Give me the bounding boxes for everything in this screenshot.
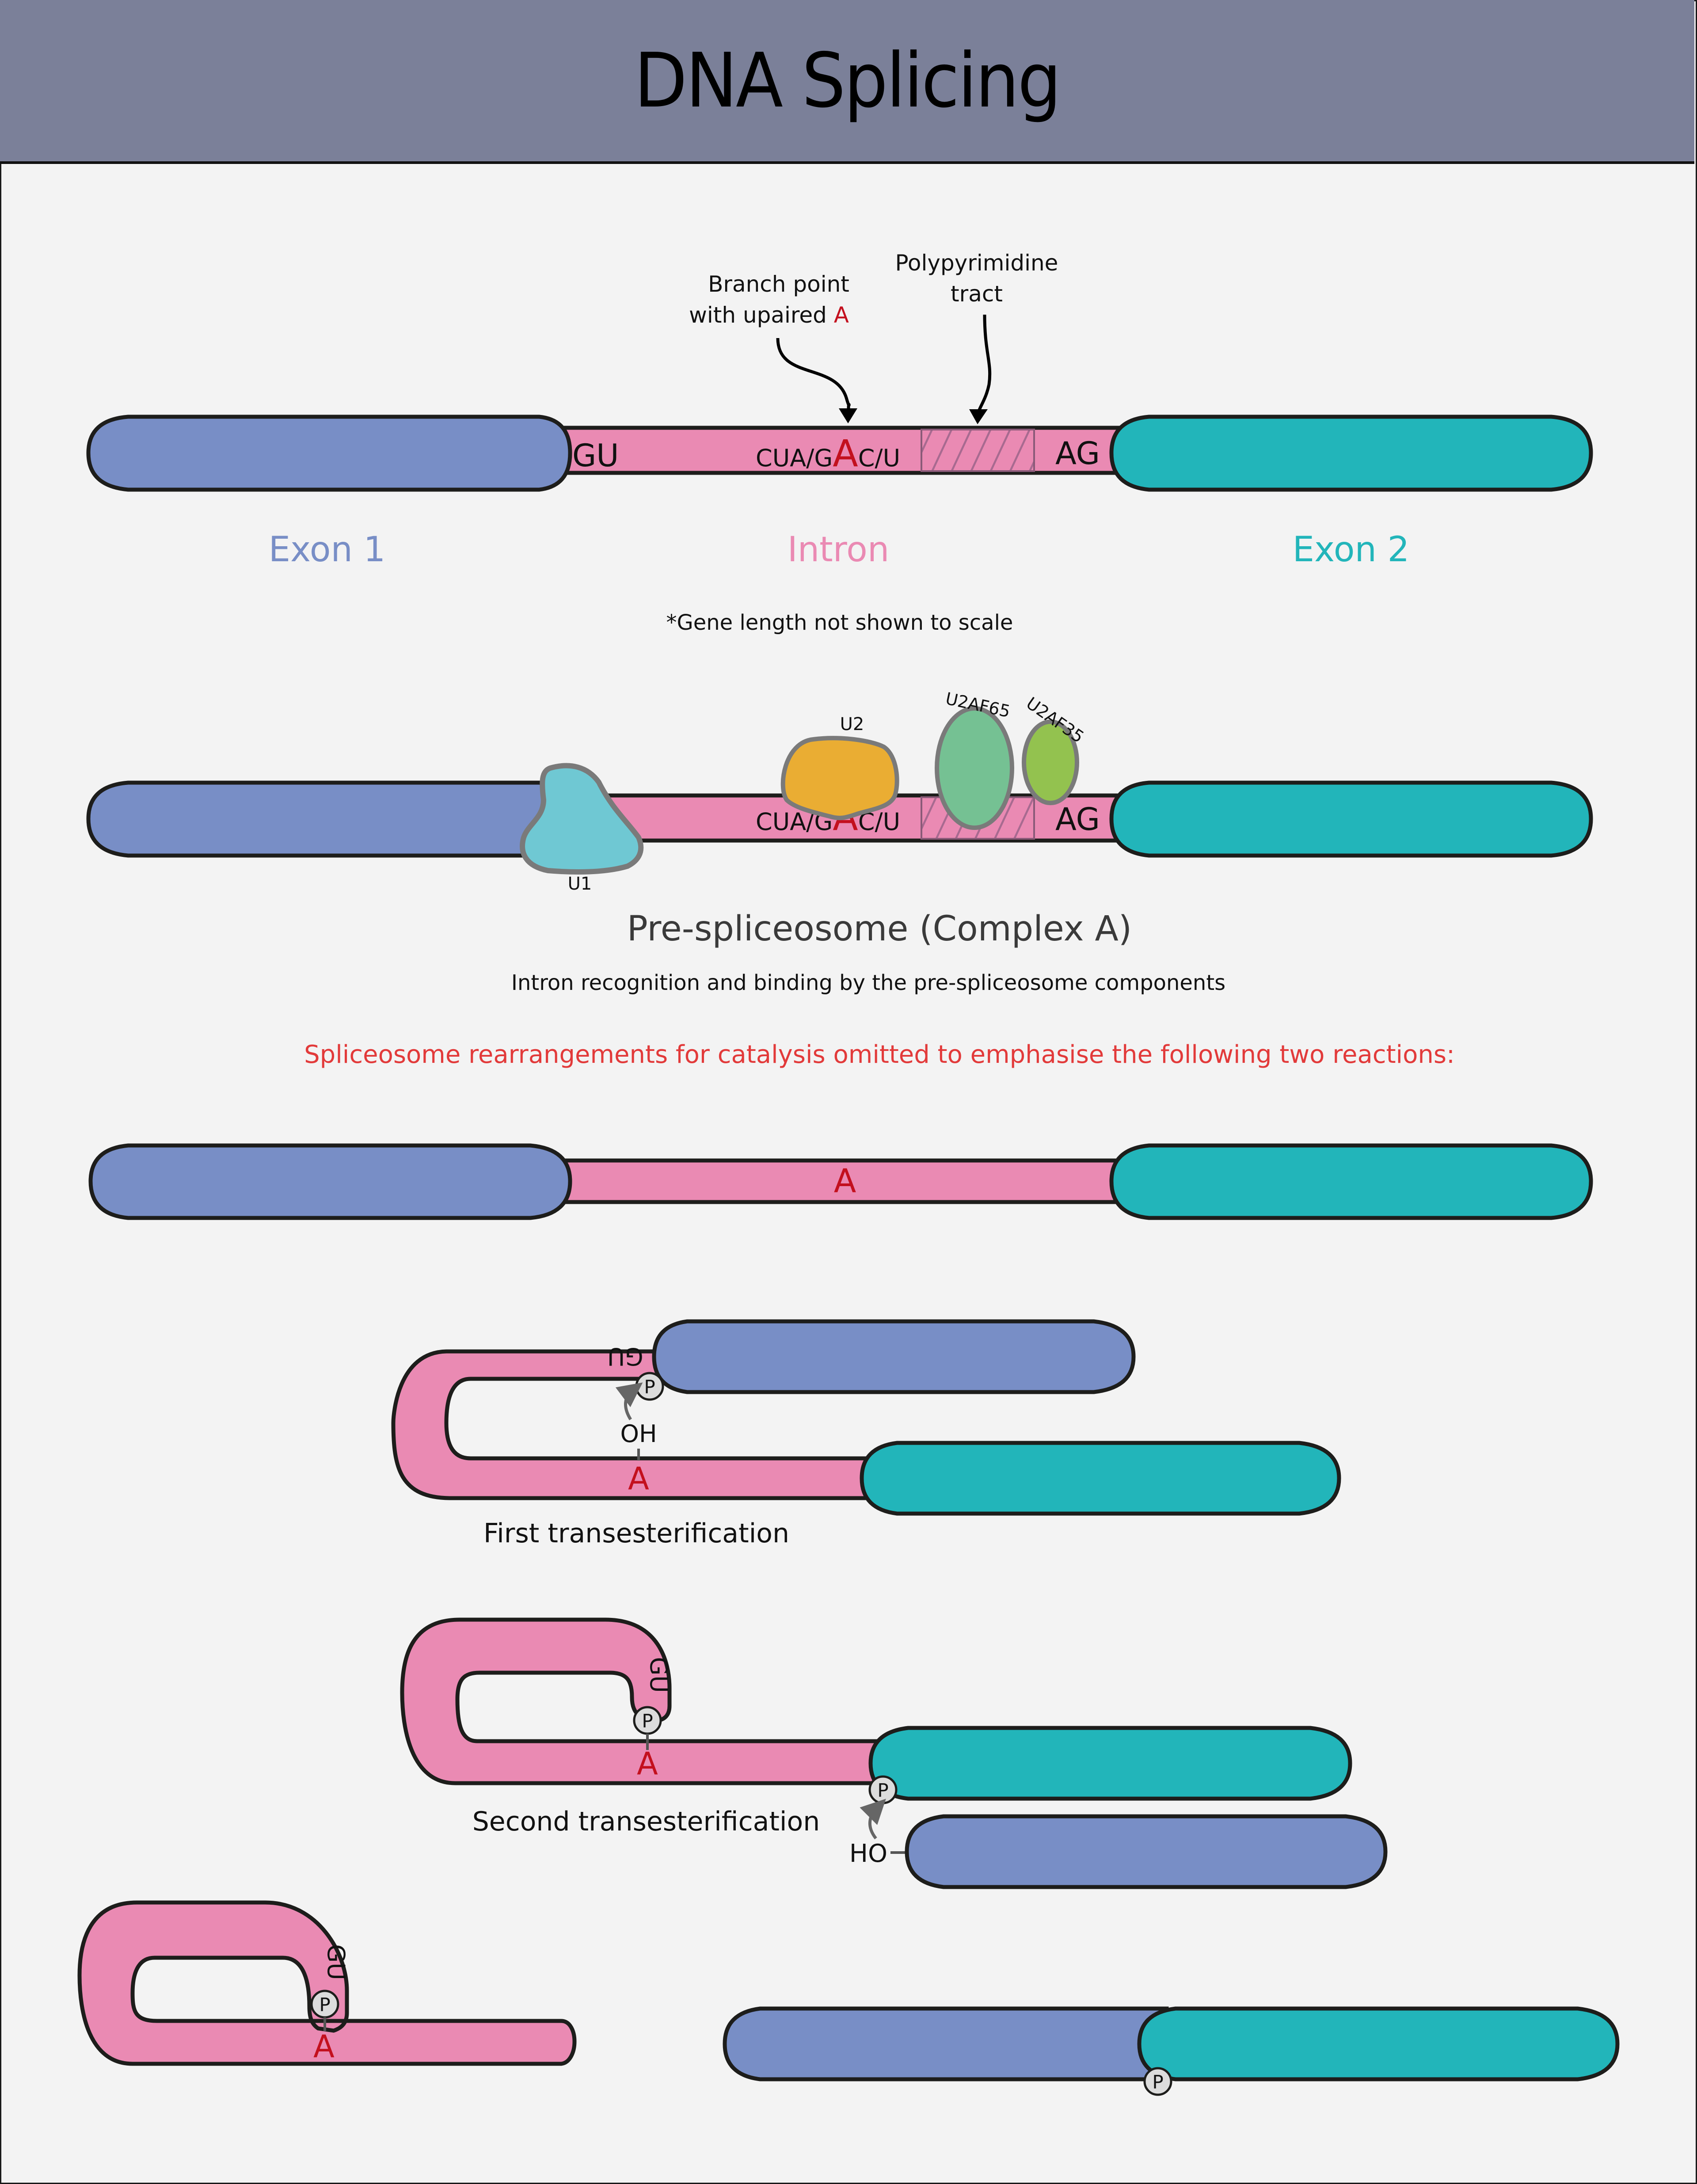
u2af35-protein xyxy=(1022,719,1079,805)
branch-adenosine: A xyxy=(637,1746,658,1782)
phosphate-label: P xyxy=(1152,2071,1163,2093)
u1-label: U1 xyxy=(568,874,592,894)
branch-adenosine: A xyxy=(628,1461,649,1497)
second-reaction-label: Second transesterification xyxy=(472,1806,820,1837)
page-title: DNA Splicing xyxy=(634,37,1062,125)
intron-lariat xyxy=(400,1617,890,1785)
hydroxyl-label: OH xyxy=(620,1420,657,1448)
exon1-segment xyxy=(86,780,572,858)
exon2-segment xyxy=(1109,1143,1593,1220)
excised-intron-lariat xyxy=(77,1900,577,2066)
gene-structure: Branch point with upaired A Polypyrimidi… xyxy=(86,250,1593,635)
branch-point-label-2: with upaired A xyxy=(689,302,849,328)
exon2-segment xyxy=(860,1441,1341,1516)
nucleophilic-attack-arrow xyxy=(860,1799,886,1840)
u2af65-protein xyxy=(935,706,1014,830)
exon1-label: Exon 1 xyxy=(269,530,386,570)
intron-loop xyxy=(391,1349,886,1500)
exon2-segment xyxy=(1109,780,1593,858)
five-prime-splice-site: GU xyxy=(572,438,619,474)
gu-dinucleotide-rotated: GU xyxy=(322,1944,350,1980)
branch-point-arrowhead xyxy=(839,408,857,423)
second-transesterification: GU P A P HO Second transesterification xyxy=(400,1617,1388,1889)
branch-adenosine: A xyxy=(313,2028,335,2065)
branch-point-arrow xyxy=(776,338,851,409)
ligated-exon2 xyxy=(1137,2006,1620,2081)
phosphate-label: P xyxy=(877,1780,888,1801)
complex-a-subtitle: Intron recognition and binding by the pr… xyxy=(511,970,1225,995)
first-reaction-label: First transesterification xyxy=(483,1518,789,1549)
u1-snrnp xyxy=(520,763,644,875)
complex-a-title: Pre-spliceosome (Complex A) xyxy=(627,909,1132,949)
simplified-gene: A xyxy=(88,1143,1593,1220)
nucleophilic-attack-arrow xyxy=(615,1382,643,1420)
header-banner: DNA Splicing xyxy=(0,0,1694,164)
exon1-segment xyxy=(905,1814,1388,1889)
polypyrimidine-label: Polypyrimidine xyxy=(895,250,1058,276)
exon2-segment xyxy=(868,1726,1352,1801)
exon2-label: Exon 2 xyxy=(1293,530,1410,570)
exon2-segment xyxy=(1109,415,1593,492)
phosphate-label: P xyxy=(644,1376,655,1398)
complex-a: CUA/GAC/U AG U1 U2 U2AF65 U2AF35 Pre-spl… xyxy=(86,689,1593,995)
gu-dinucleotide-rotated: GU xyxy=(645,1657,673,1693)
phosphate-group-junction xyxy=(1143,2067,1172,2096)
branch-point-label: Branch point xyxy=(708,271,849,297)
phosphate-label: P xyxy=(319,1994,330,2016)
u2-label: U2 xyxy=(840,714,864,734)
branch-adenosine: A xyxy=(834,1162,856,1200)
splicing-products: GU P A P xyxy=(77,1900,1620,2096)
exon1-segment xyxy=(652,1319,1136,1394)
polypyrimidine-arrow xyxy=(977,314,992,412)
ligated-exon1 xyxy=(723,2006,1169,2081)
rearrangements-note: Spliceosome rearrangements for catalysis… xyxy=(304,1040,1455,1069)
u2-snrnp xyxy=(780,736,899,820)
hydroxyl-label: HO xyxy=(849,1839,887,1868)
branch-sequence: CUA/GAC/U xyxy=(756,432,900,475)
polypyrimidine-tract xyxy=(921,429,1035,472)
intron-label: Intron xyxy=(788,530,890,570)
scale-footnote: *Gene length not shown to scale xyxy=(666,610,1013,635)
exon1-segment xyxy=(86,415,572,492)
polypyrimidine-label-2: tract xyxy=(951,281,1003,307)
polypyrimidine-arrowhead xyxy=(969,409,988,424)
three-prime-splice-site: AG xyxy=(1055,801,1100,837)
first-transesterification: GU P OH A First transesterification xyxy=(391,1319,1341,1549)
phosphate-label: P xyxy=(642,1710,653,1732)
exon1-segment xyxy=(88,1143,572,1220)
three-prime-splice-site: AG xyxy=(1055,435,1100,472)
gu-dinucleotide-inverted: GU xyxy=(607,1343,643,1370)
